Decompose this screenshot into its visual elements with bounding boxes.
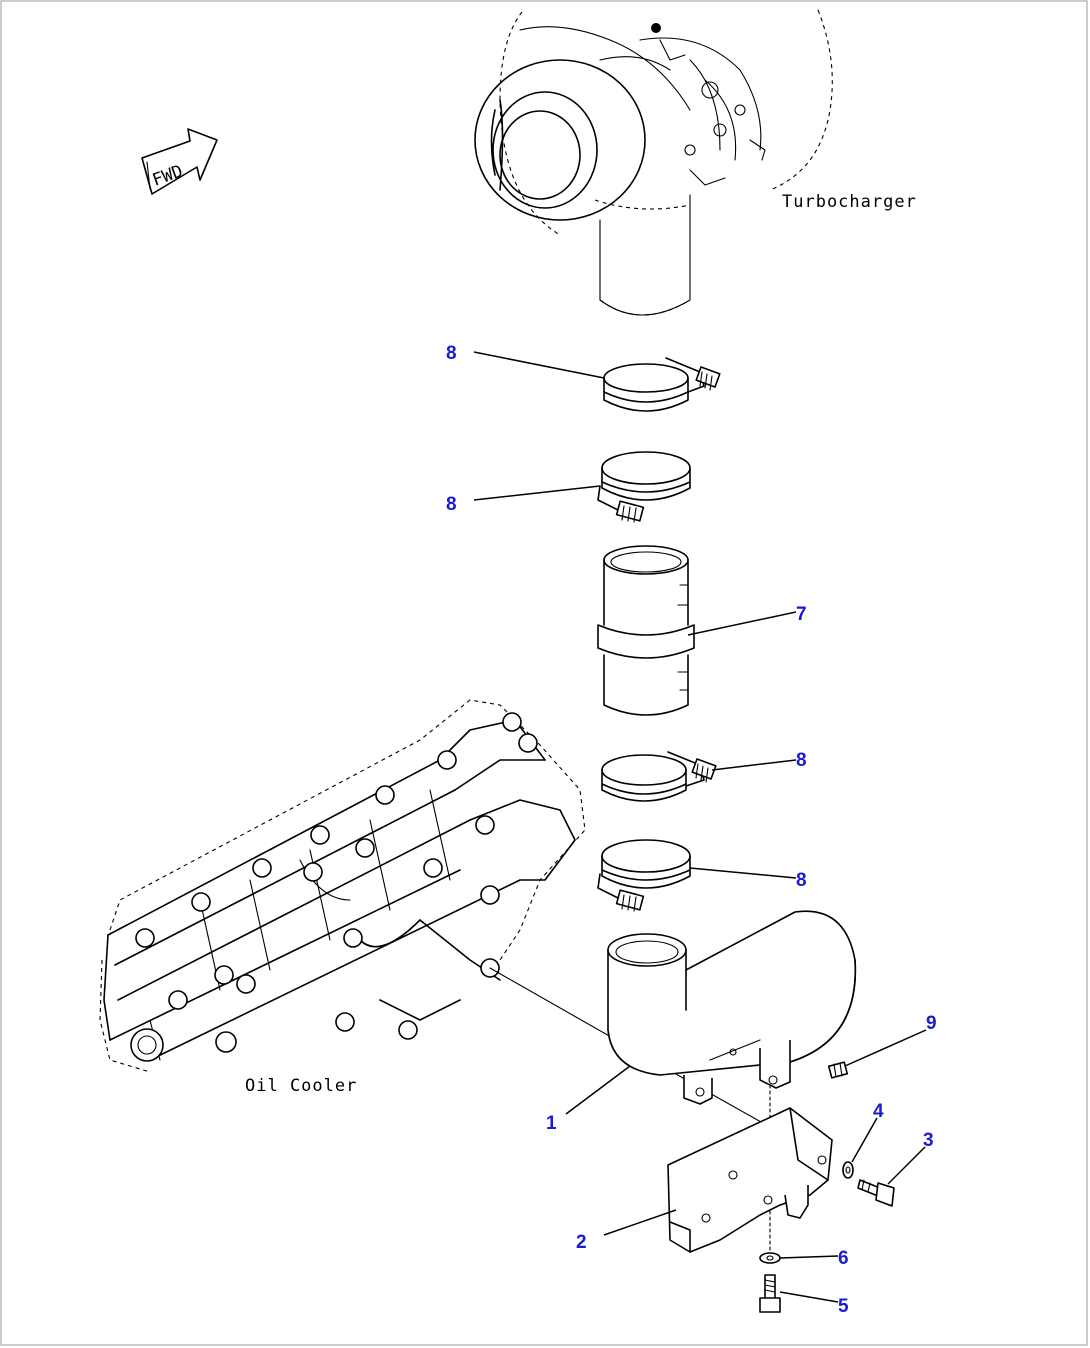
leader-clamp-4 [689,867,797,879]
turbocharger-drawing [474,9,833,316]
callout-washer-4: 4 [873,1101,884,1122]
callout-elbow: 1 [546,1113,557,1134]
leader-washer-4 [851,1117,878,1163]
leader-elbow [565,1065,631,1115]
callout-clamp-2: 8 [446,494,457,515]
washer-4 [842,1161,854,1179]
leader-bracket [603,1209,677,1236]
bolt-3 [857,1179,895,1207]
callout-clamp-1: 8 [446,343,457,364]
turbocharger-label: Turbocharger [782,192,917,212]
leader-hose [687,611,797,636]
callout-bracket: 2 [576,1232,587,1253]
elbow-pipe [607,910,857,1105]
leader-bolt-5 [779,1291,839,1303]
hose-clamp-1 [603,357,721,412]
leader-clamp-2 [473,485,601,501]
oil-cooler-drawing [99,699,586,1073]
callout-bolt-9: 9 [926,1013,937,1034]
callout-hose: 7 [796,604,807,625]
hose-clamp-3 [601,751,717,802]
oil-cooler-label: Oil Cooler [245,1076,357,1096]
callout-bolt-3: 3 [923,1130,934,1151]
leader-bolt-3 [887,1146,926,1185]
leader-clamp-3 [711,759,797,771]
washer-6 [759,1252,781,1264]
bolt-5 [759,1274,781,1313]
callout-clamp-4: 8 [796,870,807,891]
bracket [667,1107,833,1253]
oil-cooler-bolts [130,712,538,1062]
fwd-arrow-icon: FWD [141,128,218,195]
callout-washer-6: 6 [838,1248,849,1269]
callout-clamp-3: 8 [796,750,807,771]
hose [597,545,695,716]
callout-bolt-5: 5 [838,1296,849,1317]
hose-clamp-2 [597,451,691,523]
leader-clamp-1 [473,351,605,379]
leader-washer-6 [779,1255,839,1259]
hose-clamp-4 [597,839,691,912]
bolt-9 [827,1061,849,1079]
leader-bolt-9 [844,1029,927,1067]
